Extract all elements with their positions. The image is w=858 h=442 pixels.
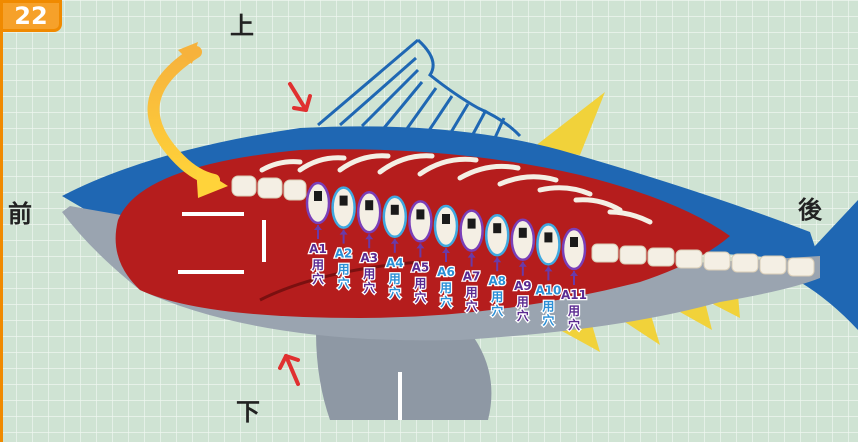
hole-suffix: 穴 xyxy=(466,299,478,314)
hole-suffix: 穴 xyxy=(363,280,375,295)
hole-suffix: 穴 xyxy=(568,317,580,332)
direction-front: 前 xyxy=(8,200,32,228)
hole-slot xyxy=(468,219,476,229)
hole-slot xyxy=(416,209,424,219)
hole-ellipse xyxy=(512,220,534,260)
hole-suffix: 穴 xyxy=(414,289,426,304)
hole-label: A3 xyxy=(360,251,378,265)
hole-suffix: 穴 xyxy=(542,312,554,327)
hole-label: A11 xyxy=(561,288,587,302)
hole-ellipse xyxy=(358,192,380,232)
hole-suffix: 用 xyxy=(567,304,580,318)
hole-slot xyxy=(391,205,399,215)
hole-label: A2 xyxy=(335,247,353,261)
hole-suffix: 用 xyxy=(541,299,554,313)
hole-slot xyxy=(519,228,527,238)
hole-suffix: 用 xyxy=(311,258,324,272)
hole-label: A8 xyxy=(488,274,506,288)
hole-ellipse xyxy=(409,201,431,241)
hole-ellipse xyxy=(461,211,483,251)
hole-label: A10 xyxy=(535,283,561,297)
hole-slot xyxy=(442,214,450,224)
hole-suffix: 用 xyxy=(439,281,452,295)
hole-ellipse xyxy=(333,188,355,228)
hole-suffix: 穴 xyxy=(491,303,503,318)
direction-up: 上 xyxy=(230,12,254,40)
hole-ellipse xyxy=(486,215,508,255)
hole-slot xyxy=(493,223,501,233)
hole-slot xyxy=(314,191,322,201)
direction-down: 下 xyxy=(236,398,260,426)
hole-label: A5 xyxy=(412,260,430,274)
hole-slot xyxy=(340,196,348,206)
hole-suffix: 用 xyxy=(337,263,350,277)
hole-suffix: 穴 xyxy=(517,308,529,323)
direction-back: 後 xyxy=(798,196,823,224)
hole-suffix: 用 xyxy=(465,286,478,300)
hole-suffix: 穴 xyxy=(338,276,350,291)
hole-suffix: 穴 xyxy=(312,271,324,286)
hole-label: A1 xyxy=(309,242,327,256)
hole-slot xyxy=(544,232,552,242)
hole-suffix: 穴 xyxy=(389,285,401,300)
hole-suffix: 用 xyxy=(388,272,401,286)
hole-ellipse xyxy=(307,183,329,223)
hole-suffix: 用 xyxy=(362,267,375,281)
hole-slot xyxy=(570,237,578,247)
hole-label: A7 xyxy=(463,270,481,284)
hole-label: A9 xyxy=(514,279,532,293)
hole-ellipse xyxy=(435,206,457,246)
stand xyxy=(316,332,491,420)
hole-suffix: 用 xyxy=(490,290,503,304)
step-badge: 22 xyxy=(0,0,62,32)
hole-suffix: 用 xyxy=(516,295,529,309)
hole-slot xyxy=(365,200,373,210)
hole-suffix: 用 xyxy=(413,276,426,290)
hole-ellipse xyxy=(384,197,406,237)
hole-label: A6 xyxy=(437,265,455,279)
hole-suffix: 穴 xyxy=(440,294,452,309)
step-number: 22 xyxy=(14,4,47,28)
hole-ellipse xyxy=(537,224,559,264)
hole-label: A4 xyxy=(386,256,404,270)
hole-ellipse xyxy=(563,229,585,269)
